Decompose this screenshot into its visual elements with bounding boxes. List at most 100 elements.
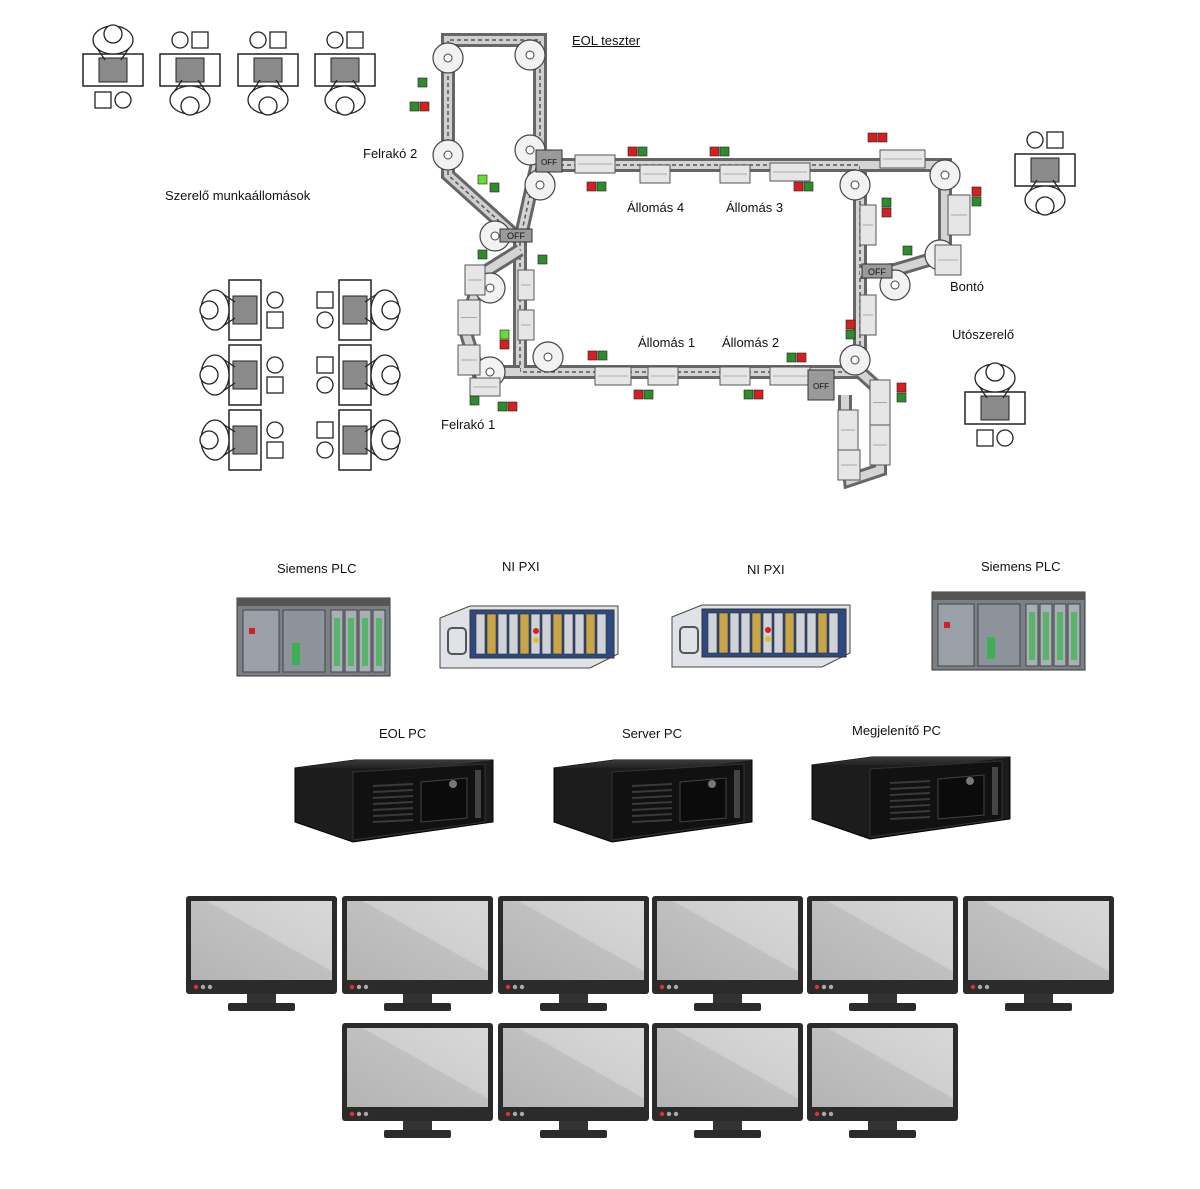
status-light xyxy=(971,196,982,207)
status-light xyxy=(507,401,518,412)
monitor-screen xyxy=(347,901,488,980)
pc-lock xyxy=(449,780,457,788)
operator-arms xyxy=(222,358,236,392)
roller-hub xyxy=(940,170,950,180)
stool-round xyxy=(171,31,189,49)
label-station-1: Állomás 1 xyxy=(638,335,696,350)
status-light xyxy=(633,389,644,400)
stool-square xyxy=(976,429,994,447)
workstations xyxy=(82,24,1076,471)
display-monitor xyxy=(807,896,958,1011)
display-monitor xyxy=(342,896,493,1011)
monitor-button xyxy=(512,984,518,990)
operator-head xyxy=(258,96,278,116)
monitor-led xyxy=(814,984,820,990)
pc-handle xyxy=(475,770,481,818)
off-switch[interactable]: OFF xyxy=(861,263,893,279)
pc-vent xyxy=(631,789,673,793)
off-switch[interactable]: OFF xyxy=(535,149,563,173)
pc-drive-bay xyxy=(937,774,985,820)
monitor-button xyxy=(821,1111,827,1117)
pc-vent xyxy=(372,783,414,787)
monitor-neck xyxy=(403,994,432,1003)
monitor-neck xyxy=(868,994,897,1003)
pxi-module xyxy=(828,612,839,654)
monitor-screen xyxy=(503,1028,644,1107)
display-monitor xyxy=(342,1023,493,1138)
roller-hub xyxy=(443,150,453,160)
plc-io-terminals xyxy=(1029,612,1035,660)
monitor-screen xyxy=(657,1028,798,1107)
pc-top xyxy=(812,757,1010,765)
plc-top-rail xyxy=(237,598,390,606)
assembly-workstation xyxy=(316,279,401,341)
monitor-button xyxy=(673,984,679,990)
label-station-3: Állomás 3 xyxy=(726,200,784,215)
stool-round xyxy=(266,291,284,309)
assembly-workstation xyxy=(199,344,284,406)
off-switch[interactable]: OFF xyxy=(807,369,835,401)
label-loader-1: Felrakó 1 xyxy=(441,417,496,432)
label-plc-left: Siemens PLC xyxy=(277,561,357,576)
plc-led xyxy=(249,628,255,634)
monitor-button xyxy=(200,984,206,990)
pc-handle xyxy=(734,770,740,818)
pc-vent xyxy=(889,792,931,796)
pxi-handle xyxy=(679,626,699,654)
stool-round xyxy=(266,421,284,439)
rack-pc xyxy=(294,759,494,843)
plc-top-rail xyxy=(932,592,1085,600)
plc-io-terminals xyxy=(376,618,382,666)
ni-pxi-chassis xyxy=(439,605,619,669)
assembly-workstation xyxy=(314,31,376,116)
status-light xyxy=(896,392,907,403)
status-light xyxy=(596,181,607,192)
status-light xyxy=(719,146,730,157)
roller-hub xyxy=(485,367,495,377)
monitor-button xyxy=(519,1111,525,1117)
pc-lock xyxy=(708,780,716,788)
status-light xyxy=(497,401,508,412)
off-switch-label: OFF xyxy=(507,231,525,241)
monitor-screen xyxy=(503,901,644,980)
off-switch-label: OFF xyxy=(541,158,557,167)
stool-round xyxy=(1026,131,1044,149)
monitor-button xyxy=(673,1111,679,1117)
pc-vent xyxy=(631,807,673,811)
ni-pxi-chassis xyxy=(671,604,851,668)
plc-status-strip xyxy=(987,637,995,659)
monitor-base xyxy=(384,1003,451,1011)
monitor-neck xyxy=(559,1121,588,1130)
status-light xyxy=(896,382,907,393)
rack-pc xyxy=(811,756,1011,840)
pxi-module xyxy=(486,613,497,655)
pxi-module xyxy=(707,612,718,654)
status-light xyxy=(902,245,913,256)
pc-vent xyxy=(372,795,414,799)
assembly-workstation xyxy=(1014,131,1076,216)
operator-arms xyxy=(222,293,236,327)
monitor-base xyxy=(1005,1003,1072,1011)
stool-round xyxy=(266,356,284,374)
operator-head xyxy=(199,430,219,450)
operator-head xyxy=(335,96,355,116)
assembly-workstation xyxy=(316,344,401,406)
pc-vent xyxy=(889,798,931,802)
roller-hub xyxy=(850,355,860,365)
monitor-base xyxy=(694,1130,761,1138)
label-plc-right: Siemens PLC xyxy=(981,559,1061,574)
pxi-connector xyxy=(533,637,539,643)
stool-round xyxy=(326,31,344,49)
monitor-base xyxy=(849,1130,916,1138)
pxi-module xyxy=(574,613,585,655)
operator-head xyxy=(199,300,219,320)
label-eol-tester: EOL teszter xyxy=(572,33,641,48)
off-switch[interactable]: OFF xyxy=(499,228,533,243)
status-light xyxy=(643,389,654,400)
pxi-connector xyxy=(533,628,539,634)
desk-workpiece xyxy=(342,295,368,325)
operator-head xyxy=(180,96,200,116)
stool-square xyxy=(266,376,284,394)
plc-cpu xyxy=(977,603,1021,667)
status-light xyxy=(867,132,878,143)
